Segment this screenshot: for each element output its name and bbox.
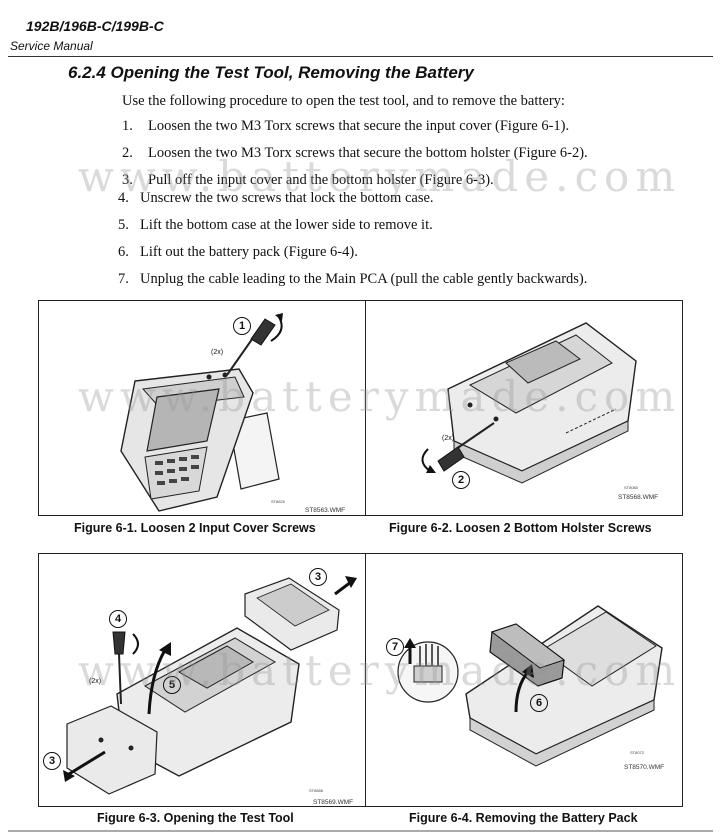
step-item: 6. Lift out the battery pack (Figure 6-4)… xyxy=(118,244,358,261)
callout-2x: (2x) xyxy=(89,678,102,685)
callout-1: 1 xyxy=(233,317,251,335)
document-type: Service Manual xyxy=(10,39,93,53)
intro-text: Use the following procedure to open the … xyxy=(122,93,565,109)
step-text: Unscrew the two screws that lock the bot… xyxy=(140,190,434,206)
figure-6-1-illustration: 1 (2x) ST8620 ST8563.WMF xyxy=(38,300,366,516)
callout-7: 7 xyxy=(386,638,404,656)
step-number: 1. xyxy=(122,118,133,134)
figure-file-ref: ST8568.WMF xyxy=(618,494,659,501)
footer-divider xyxy=(8,830,713,832)
callout-2: 2 xyxy=(452,471,470,489)
step-number: 4. xyxy=(118,190,129,206)
step-text: Unplug the cable leading to the Main PCA… xyxy=(140,271,588,287)
step-item: 5. Lift the bottom case at the lower side… xyxy=(118,217,433,234)
step-item: 1. Loosen the two M3 Torx screws that sec… xyxy=(122,118,569,135)
figure-6-4-illustration: 7 6 ST8072 ST8570.WMF xyxy=(365,553,683,807)
drawing-code: ST8072 xyxy=(630,750,645,755)
step-item: 2. Loosen the two M3 Torx screws that sec… xyxy=(122,145,588,162)
drawing-code: ST8080 xyxy=(624,485,639,490)
step-number: 5. xyxy=(118,217,129,233)
figure-6-2-illustration: 2 (2x) ST8080 ST8568.WMF xyxy=(365,300,683,516)
callout-3-bottom: 3 xyxy=(43,752,61,770)
step-text: Pull off the input cover and the bottom … xyxy=(148,172,494,188)
callout-6: 6 xyxy=(530,694,548,712)
section-title: 6.2.4 Opening the Test Tool, Removing th… xyxy=(68,63,474,82)
figure-6-3-caption: Figure 6-3. Opening the Test Tool xyxy=(97,811,294,825)
callout-2x: (2x) xyxy=(442,435,455,442)
drawing-code: ST8620 xyxy=(271,499,286,504)
callout-4: 4 xyxy=(109,610,127,628)
step-item: 7. Unplug the cable leading to the Main P… xyxy=(118,271,587,288)
step-item: 3. Pull off the input cover and the botto… xyxy=(122,172,494,189)
step-text: Loosen the two M3 Torx screws that secur… xyxy=(148,118,570,134)
figure-6-2-caption: Figure 6-2. Loosen 2 Bottom Holster Scre… xyxy=(389,521,652,535)
drawing-code: ST8686 xyxy=(309,788,324,793)
step-item: 4. Unscrew the two screws that lock the b… xyxy=(118,190,434,207)
figure-6-4-caption: Figure 6-4. Removing the Battery Pack xyxy=(409,811,638,825)
test-tool-in-holster-drawing xyxy=(421,322,637,484)
step-text: Loosen the two M3 Torx screws that secur… xyxy=(148,145,588,161)
callout-3-top: 3 xyxy=(309,568,327,586)
step-number: 3. xyxy=(122,172,133,188)
header-divider xyxy=(8,56,713,57)
figure-6-1-caption: Figure 6-1. Loosen 2 Input Cover Screws xyxy=(74,521,316,535)
document-model: 192B/196B-C/199B-C xyxy=(26,18,164,34)
opening-test-tool-drawing xyxy=(63,576,357,795)
figure-file-ref: ST8570.WMF xyxy=(624,764,665,771)
step-number: 7. xyxy=(118,271,129,287)
step-number: 2. xyxy=(122,145,133,161)
step-text: Lift the bottom case at the lower side t… xyxy=(140,217,433,233)
figure-file-ref: ST8569.WMF xyxy=(313,799,354,806)
test-tool-with-screwdriver-drawing xyxy=(120,313,283,512)
figure-6-3-illustration: 3 4 5 3 (2x) ST8686 ST8569.WMF xyxy=(38,553,366,807)
callout-2x: (2x) xyxy=(211,349,224,356)
figure-file-ref: ST8563.WMF xyxy=(305,507,346,514)
removing-battery-pack-drawing xyxy=(397,605,663,767)
callout-5: 5 xyxy=(163,676,181,694)
step-text: Lift out the battery pack (Figure 6-4). xyxy=(140,244,358,260)
step-number: 6. xyxy=(118,244,129,260)
